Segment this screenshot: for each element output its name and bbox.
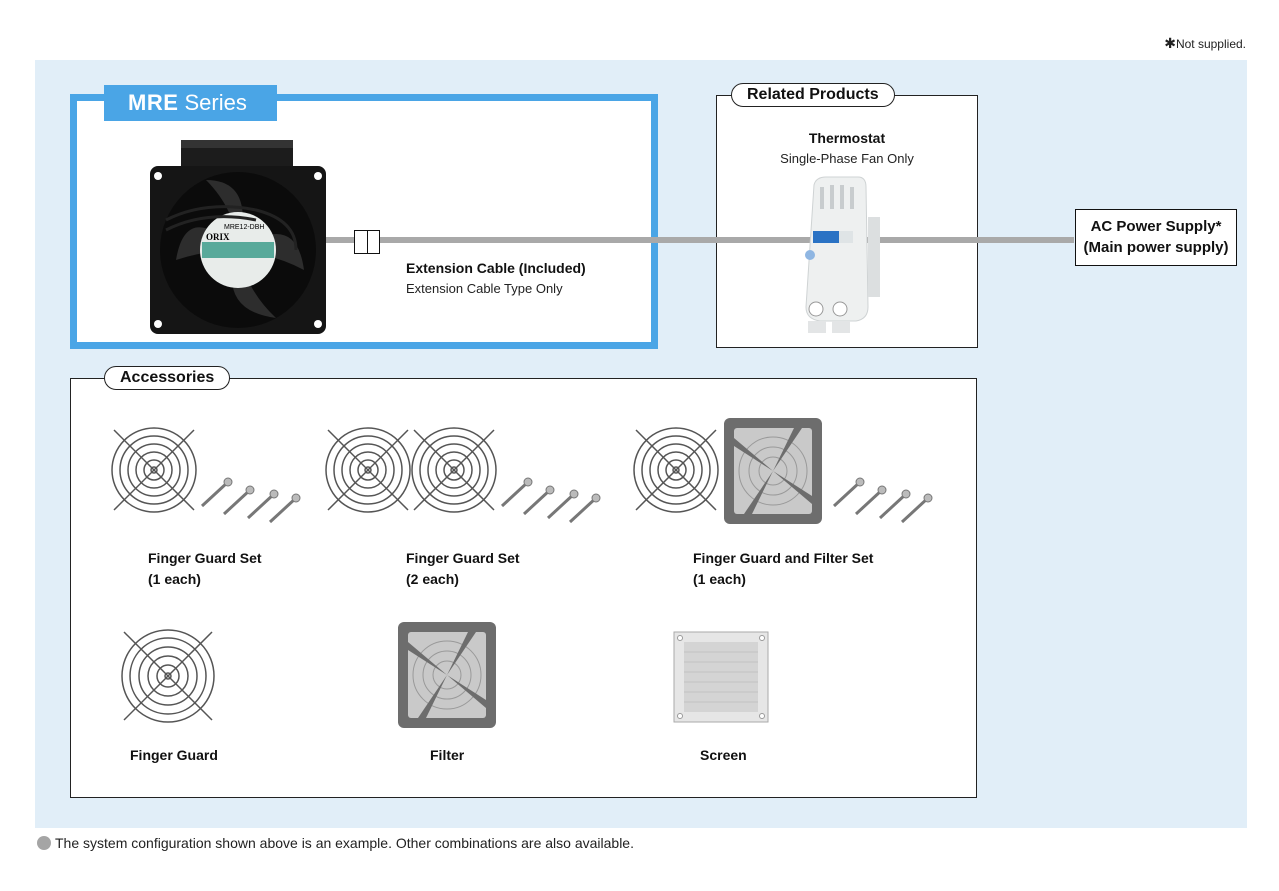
asterisk-icon: * [1215, 218, 1222, 235]
cable-connector-icon [354, 230, 380, 254]
accessories-heading: Accessories [104, 366, 231, 390]
footer-note: The system configuration shown above is … [37, 835, 634, 851]
series-tab: MRE Series [104, 85, 277, 121]
accessory-label: Finger Guard Set (1 each) [148, 550, 262, 587]
bullet-icon [37, 836, 51, 850]
screws-icon [832, 477, 933, 524]
screen-icon [673, 631, 769, 723]
screws-icon [200, 477, 301, 524]
accessories-box [70, 378, 977, 798]
related-products-heading: Related Products [731, 83, 895, 107]
fan-brand-text: ORIX [206, 232, 230, 242]
thermostat-subtitle: Single-Phase Fan Only [780, 151, 914, 166]
accessory-label: Filter [430, 747, 465, 763]
asterisk-icon: ✱ [1164, 35, 1176, 51]
finger-guard-icon [633, 427, 719, 513]
fan-image: MRE12-DBH ORIX [150, 140, 326, 334]
accessory-label: Finger Guard and Filter Set (1 each) [693, 550, 874, 587]
screws-icon [500, 477, 601, 524]
thermostat-title: Thermostat [808, 130, 886, 146]
extension-cable-subtitle: Extension Cable Type Only [406, 281, 563, 296]
fan-model-text: MRE12-DBH [224, 224, 264, 231]
extension-cable-title: Extension Cable (Included) [406, 260, 586, 276]
finger-guard-icon [121, 629, 215, 723]
filter-icon [724, 418, 822, 524]
not-supplied-note: ✱Not supplied. [1164, 35, 1246, 51]
accessory-label: Finger Guard Set (2 each) [406, 550, 520, 587]
accessory-label: Screen [700, 747, 747, 763]
filter-icon [398, 622, 496, 728]
finger-guard-icon [111, 427, 197, 513]
finger-guard-icon [325, 427, 411, 513]
extension-cable-line [236, 237, 1074, 243]
thermostat-image [805, 176, 880, 333]
ac-power-supply-box: AC Power Supply* (Main power supply) [1075, 209, 1237, 266]
finger-guard-icon [411, 427, 497, 513]
accessory-label: Finger Guard [130, 747, 218, 763]
